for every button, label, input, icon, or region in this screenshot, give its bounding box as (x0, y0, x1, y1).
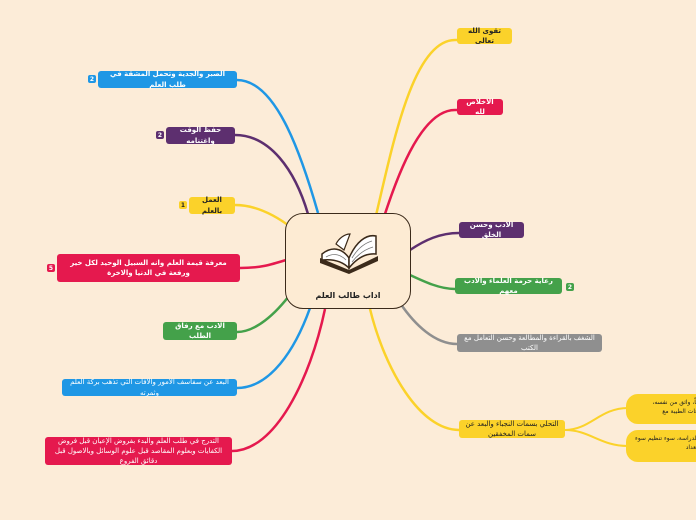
central-topic[interactable]: اداب طالب العلم (285, 213, 411, 309)
connector-tadarruj (45, 308, 327, 453)
connector-ulama (409, 273, 562, 291)
node-maarifa[interactable]: معرفة قيمة العلم وانه السبيل الوحيد لكل … (57, 254, 240, 282)
connector-tahalli (368, 308, 565, 432)
node-amal[interactable]: العمل بالعلم (189, 196, 235, 215)
node-adab[interactable]: الادب وحسن الخلق (459, 221, 524, 239)
node-shaghaf[interactable]: الشغف بالقراءة والمطالعة وحسن التعامل مع… (457, 334, 602, 352)
open-book-icon (320, 233, 378, 274)
count-badge[interactable]: 5 (47, 264, 55, 272)
node-rifaq[interactable]: الادب مع رفاق الطلب (163, 322, 237, 340)
node-waqt[interactable]: حفظ الوقت واغتنامه (166, 126, 235, 145)
node-ulama[interactable]: رعاية حرمة العلماء والادب معهم (455, 277, 562, 295)
subnode-positive-traits[interactable]: سامياً، واثق من نفسه، العلاقات الطيبة مع (626, 394, 696, 424)
node-tahalli[interactable]: التحلي بسمات النجباء والبعد عن سمات المخ… (459, 420, 565, 438)
node-bud[interactable]: البعد عن سفاسف الامور والافات التي تذهب … (62, 378, 237, 397)
node-tadarruj[interactable]: التدرج في طلب العلم والبدء بفروض الإعيان… (45, 437, 232, 465)
connector-shaghaf (398, 302, 602, 346)
count-badge[interactable]: 2 (88, 75, 96, 83)
connector-bud (62, 307, 312, 390)
connector-taqwa (370, 38, 512, 233)
connector-waqt (166, 133, 310, 215)
count-badge[interactable]: 2 (566, 283, 574, 291)
subnode-negative-traits[interactable]: في الدراسة، سوء تنظيم سوء الإستعداد (626, 430, 696, 462)
connector-maarifa (57, 258, 287, 270)
count-badge[interactable]: 1 (179, 201, 187, 209)
connector-sabr (98, 78, 320, 214)
count-badge[interactable]: 2 (156, 131, 164, 139)
central-topic-title: اداب طالب العلم (315, 291, 381, 300)
node-sabr[interactable]: الصبر والجدية وتحمل المشقة في طلب العلم (98, 70, 237, 89)
connector-adab (409, 231, 524, 252)
connector-sub1 (564, 407, 629, 431)
connector-sub2 (564, 429, 629, 447)
node-taqwa[interactable]: تقوى الله تعالى (457, 27, 512, 45)
node-ikhlas[interactable]: الاخلاص لله (457, 98, 503, 116)
